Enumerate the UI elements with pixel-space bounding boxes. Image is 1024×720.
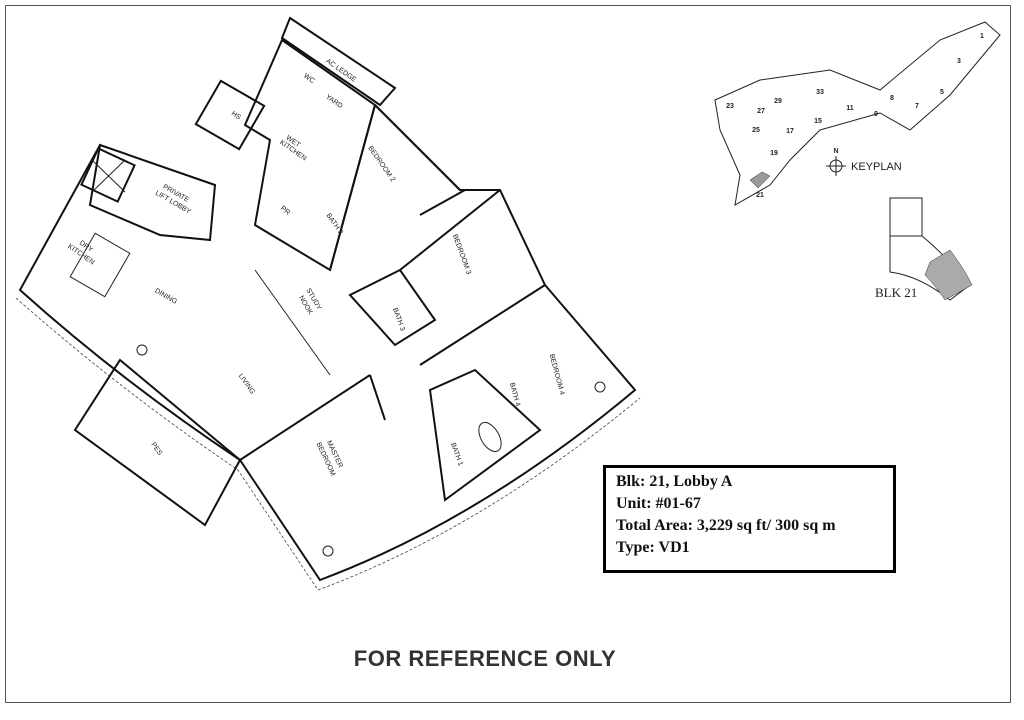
svg-text:5: 5 (940, 89, 944, 96)
unit-number: Unit: #01-67 (616, 495, 701, 512)
svg-text:15: 15 (814, 118, 822, 125)
bathtub-icon (478, 421, 502, 453)
unit-outline (18, 104, 637, 582)
label-bath-3: BATH 3 (391, 307, 406, 332)
block-plan-label: BLK 21 (875, 285, 917, 300)
lift-shaft (80, 147, 136, 203)
svg-text:1: 1 (980, 33, 984, 40)
bath-area-walls (428, 368, 542, 502)
total-area: Total Area: 3,229 sq ft/ 300 sq m (616, 517, 836, 534)
svg-text:8: 8 (890, 95, 894, 102)
svg-text:17: 17 (786, 128, 794, 135)
svg-text:9: 9 (874, 111, 878, 118)
keyplan-label: KEYPLAN (851, 161, 902, 173)
label-bath-2: BATH 2 (324, 212, 344, 236)
unit-type: Type: VD1 (616, 539, 690, 556)
study-partition (254, 269, 331, 376)
label-yard: YARD (324, 93, 344, 110)
page-frame (5, 5, 1011, 703)
svg-text:11: 11 (846, 105, 854, 112)
highlight-block-21 (749, 171, 771, 189)
label-bath-1: BATH 1 (449, 442, 464, 467)
kitchen-island (69, 232, 131, 298)
ac-ledge (280, 16, 397, 107)
svg-text:21: 21 (756, 192, 764, 199)
svg-text:33: 33 (816, 89, 824, 96)
household-shelter (194, 79, 266, 151)
lift-lobby (88, 143, 217, 242)
label-hs: HS (230, 110, 242, 122)
bath-3-walls (348, 268, 437, 347)
label-bedroom-2: BEDROOM 2 (366, 145, 396, 184)
label-dining: DINING (153, 288, 178, 306)
compass-icon (826, 156, 846, 176)
label-bedroom-4: BEDROOM 4 (548, 353, 566, 395)
svg-text:25: 25 (752, 127, 760, 134)
block-plan: BLK 21 (875, 197, 973, 301)
svg-text:3: 3 (957, 58, 961, 65)
unit-info-box: Blk: 21, Lobby A Unit: #01-67 Total Area… (603, 465, 896, 573)
svg-text:29: 29 (774, 98, 782, 105)
svg-text:19: 19 (770, 150, 778, 157)
disclaimer: FOR REFERENCE ONLY (353, 646, 617, 671)
label-wc: WC (302, 73, 316, 85)
svg-text:N: N (833, 148, 838, 155)
svg-text:7: 7 (915, 103, 919, 110)
label-bedroom-3: BEDROOM 3 (451, 234, 472, 276)
pes (73, 358, 242, 527)
label-living: LIVING (237, 373, 256, 396)
svg-text:23: 23 (726, 103, 734, 110)
block-lobby: Blk: 21, Lobby A (616, 473, 733, 490)
svg-text:27: 27 (757, 108, 765, 115)
highlight-unit (924, 249, 973, 301)
keyplan: N KEYPLAN 1 3 5 7 8 9 11 15 17 19 21 23 … (714, 21, 1001, 206)
label-pr: PR (279, 205, 291, 217)
label-pes: PES (149, 441, 163, 457)
